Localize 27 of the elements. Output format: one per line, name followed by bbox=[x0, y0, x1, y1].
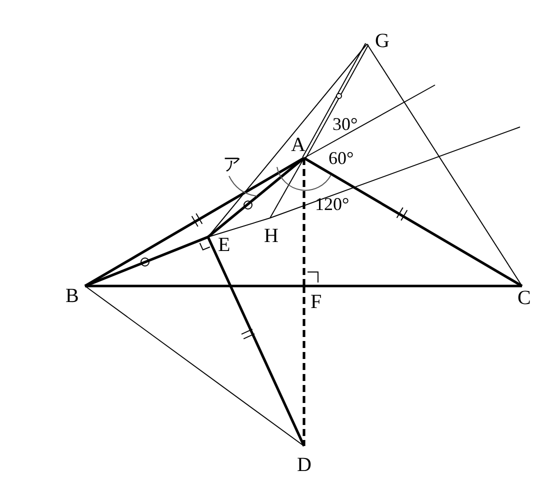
line-segment bbox=[366, 44, 522, 286]
point-label: E bbox=[218, 235, 230, 255]
angle-label: ア bbox=[223, 155, 241, 173]
line-segment bbox=[302, 286, 306, 446]
line-segment bbox=[84, 236, 208, 288]
ray-line bbox=[304, 84, 436, 158]
line-segment bbox=[207, 157, 305, 238]
line-segment bbox=[270, 158, 304, 218]
angle-label: 120° bbox=[315, 195, 350, 213]
line-segment bbox=[303, 156, 523, 288]
line-segment bbox=[206, 236, 306, 447]
point-label: B bbox=[66, 286, 79, 306]
point-label: C bbox=[518, 288, 531, 308]
double-line bbox=[302, 42, 369, 160]
point-label: F bbox=[310, 292, 322, 312]
point-label: H bbox=[264, 226, 278, 246]
line-segment bbox=[208, 218, 270, 238]
point-label: D bbox=[297, 455, 312, 475]
point-label: G bbox=[375, 31, 390, 51]
point-label: A bbox=[291, 135, 306, 155]
ray-line bbox=[270, 126, 520, 218]
line-segment bbox=[302, 158, 306, 286]
line-segment bbox=[85, 284, 522, 288]
line-segment bbox=[208, 44, 368, 238]
angle-label: 60° bbox=[328, 149, 354, 167]
angle-label: 30° bbox=[332, 115, 358, 133]
line-segment bbox=[84, 286, 304, 446]
